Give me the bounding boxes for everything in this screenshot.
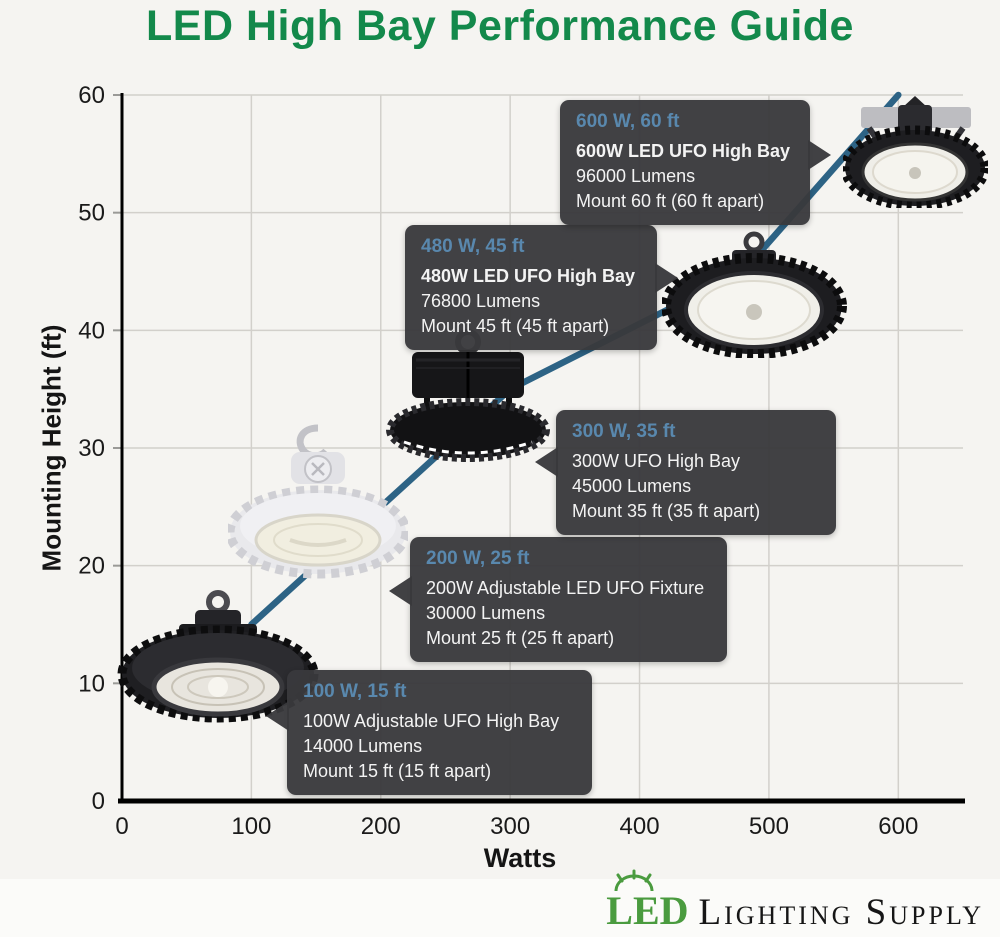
callout-header: 480 W, 45 ft xyxy=(421,236,525,257)
callout-mount: Mount 60 ft (60 ft apart) xyxy=(576,190,765,211)
fixture-image-300w xyxy=(386,329,550,462)
svg-text:40: 40 xyxy=(78,317,105,344)
svg-text:300: 300 xyxy=(490,813,530,840)
callout-mount: Mount 15 ft (15 ft apart) xyxy=(303,760,492,781)
callout-header: 100 W, 15 ft xyxy=(303,681,407,702)
svg-text:0: 0 xyxy=(92,788,105,815)
callout-lumens: 45000 Lumens xyxy=(572,476,692,497)
footer-band xyxy=(0,879,1000,937)
page-title: LED High Bay Performance Guide xyxy=(146,2,854,50)
svg-text:100: 100 xyxy=(231,813,271,840)
callout-600w: 600 W, 60 ft 600W LED UFO High Bay 96000… xyxy=(560,100,831,225)
callout-product: 300W UFO High Bay xyxy=(572,451,741,472)
callout-header: 200 W, 25 ft xyxy=(426,548,530,569)
callout-lumens: 14000 Lumens xyxy=(303,736,423,757)
callout-200w: 200 W, 25 ft 200W Adjustable LED UFO Fix… xyxy=(389,537,727,662)
x-axis-label: Watts xyxy=(483,843,557,873)
logo-led-text: LED xyxy=(606,869,689,931)
callout-header: 300 W, 35 ft xyxy=(572,421,676,442)
callout-mount: Mount 25 ft (25 ft apart) xyxy=(426,627,615,648)
fixture-image-600w xyxy=(843,96,988,208)
callout-lumens: 96000 Lumens xyxy=(576,166,696,187)
svg-text:600: 600 xyxy=(878,813,918,840)
callout-header: 600 W, 60 ft xyxy=(576,111,680,132)
callout-480w: 480 W, 45 ft 480W LED UFO High Bay 76800… xyxy=(405,225,678,350)
svg-text:400: 400 xyxy=(620,813,660,840)
callout-product: 100W Adjustable UFO High Bay xyxy=(303,711,560,732)
callout-300w: 300 W, 35 ft 300W UFO High Bay 45000 Lum… xyxy=(535,410,836,535)
svg-text:0: 0 xyxy=(115,813,128,840)
callout-product: 200W Adjustable LED UFO Fixture xyxy=(426,578,705,599)
callout-pointer-icon xyxy=(808,140,831,170)
svg-text:200: 200 xyxy=(361,813,401,840)
svg-text:500: 500 xyxy=(749,813,789,840)
callout-100w: 100 W, 15 ft 100W Adjustable UFO High Ba… xyxy=(266,670,592,795)
callout-pointer-icon xyxy=(535,447,558,477)
svg-text:20: 20 xyxy=(78,553,105,580)
callout-pointer-icon xyxy=(389,576,412,606)
callout-product: 480W LED UFO High Bay xyxy=(421,266,636,287)
callout-lumens: 76800 Lumens xyxy=(421,291,541,312)
fixture-image-480w xyxy=(662,231,847,358)
fixture-image-200w xyxy=(228,424,408,579)
callout-mount: Mount 45 ft (45 ft apart) xyxy=(421,315,610,336)
svg-text:30: 30 xyxy=(78,435,105,462)
brand-logo: LED Lighting Supply xyxy=(606,869,984,933)
callout-product: 600W LED UFO High Bay xyxy=(576,141,791,162)
callout-lumens: 30000 Lumens xyxy=(426,603,546,624)
fixture-image-100w xyxy=(117,590,319,723)
callout-mount: Mount 35 ft (35 ft apart) xyxy=(572,500,761,521)
lightbulb-rays-icon xyxy=(614,869,654,892)
callout-pointer-icon xyxy=(266,701,289,731)
svg-text:50: 50 xyxy=(78,200,105,227)
callout-pointer-icon xyxy=(655,263,678,293)
svg-text:60: 60 xyxy=(78,82,105,109)
svg-text:10: 10 xyxy=(78,670,105,697)
logo-lighting-supply-text: Lighting Supply xyxy=(698,892,984,933)
